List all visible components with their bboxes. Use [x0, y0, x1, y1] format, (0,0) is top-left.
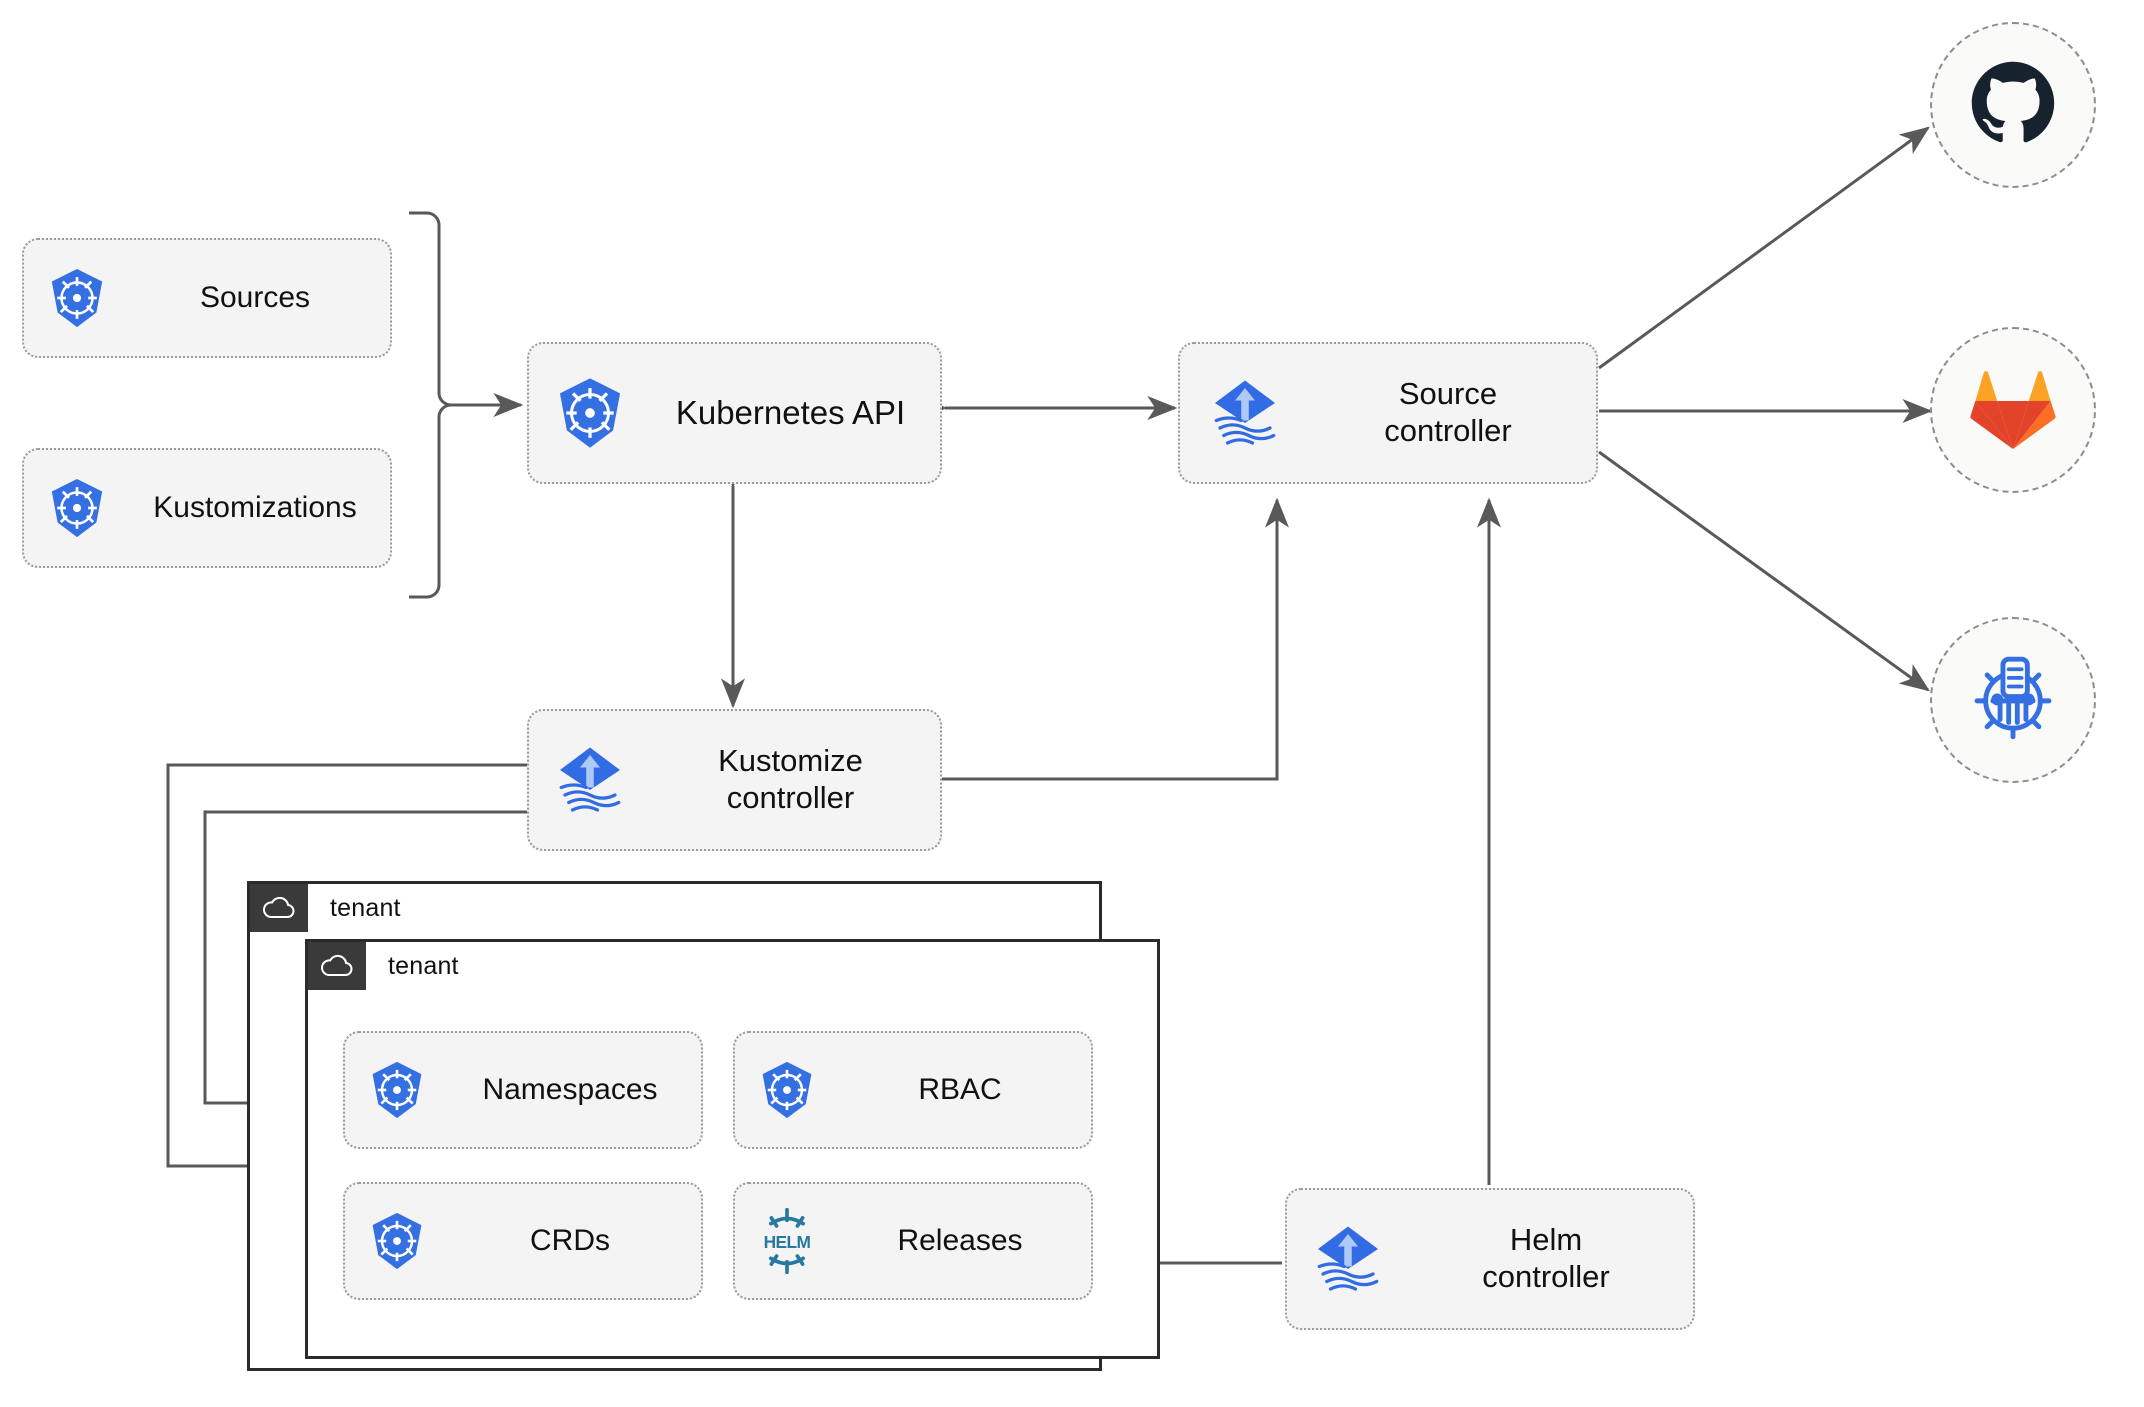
node-provider-github[interactable] [1930, 22, 2096, 188]
node-source-controller[interactable]: Source controller [1178, 342, 1598, 484]
node-provider-helm-repository[interactable] [1930, 617, 2096, 783]
cloud-icon [250, 884, 308, 932]
helm-repository-icon [1967, 652, 2059, 749]
node-kubernetes-api[interactable]: Kubernetes API [527, 342, 942, 484]
node-namespaces-label: Namespaces [482, 1073, 658, 1107]
node-helm-controller[interactable]: Helm controller [1285, 1188, 1695, 1330]
flux-icon [529, 740, 651, 820]
node-kustomizations[interactable]: Kustomizations [22, 448, 392, 568]
kubernetes-icon [24, 477, 130, 539]
github-icon [1970, 60, 2056, 151]
cloud-icon [308, 942, 366, 990]
flux-icon [1287, 1219, 1409, 1299]
wire-source-to-helm-repo [1598, 450, 1930, 692]
helm-icon: HELM [735, 1204, 839, 1278]
node-sources-label: Sources [199, 281, 311, 315]
tenant-container-2[interactable]: tenant Namespaces [305, 939, 1160, 1359]
node-helm-controller-label: Helm controller [1482, 1222, 1610, 1294]
tenant-1-label: tenant [330, 893, 401, 922]
node-crds-label: CRDs [530, 1224, 610, 1258]
node-crds[interactable]: CRDs [343, 1182, 703, 1300]
kubernetes-icon [345, 1060, 449, 1120]
node-kubernetes-api-label: Kubernetes API [675, 393, 906, 431]
node-releases[interactable]: HELM Releases [733, 1182, 1093, 1300]
node-source-controller-label: Source controller [1384, 376, 1512, 448]
kubernetes-icon [345, 1211, 449, 1271]
flux-icon [1180, 373, 1310, 453]
kubernetes-icon [529, 376, 651, 450]
tenant-2-header: tenant [308, 942, 459, 990]
wire-source-to-github [1598, 126, 1930, 370]
wire-kustomize-to-source [942, 497, 1289, 781]
kubernetes-icon [735, 1060, 839, 1120]
node-kustomize-controller[interactable]: Kustomize controller [527, 709, 942, 851]
node-kustomize-controller-label: Kustomize controller [718, 743, 863, 815]
svg-text:HELM: HELM [764, 1232, 811, 1252]
node-sources[interactable]: Sources [22, 238, 392, 358]
node-rbac[interactable]: RBAC [733, 1031, 1093, 1149]
node-releases-label: Releases [897, 1224, 1023, 1258]
gitlab-icon [1969, 366, 2057, 455]
kubernetes-icon [24, 267, 130, 329]
tenant-2-label: tenant [388, 951, 459, 980]
node-rbac-label: RBAC [918, 1073, 1002, 1107]
group-bracket [409, 211, 452, 599]
node-provider-gitlab[interactable] [1930, 327, 2096, 493]
tenant-1-header: tenant [250, 884, 401, 932]
node-kustomizations-label: Kustomizations [153, 491, 357, 525]
node-namespaces[interactable]: Namespaces [343, 1031, 703, 1149]
